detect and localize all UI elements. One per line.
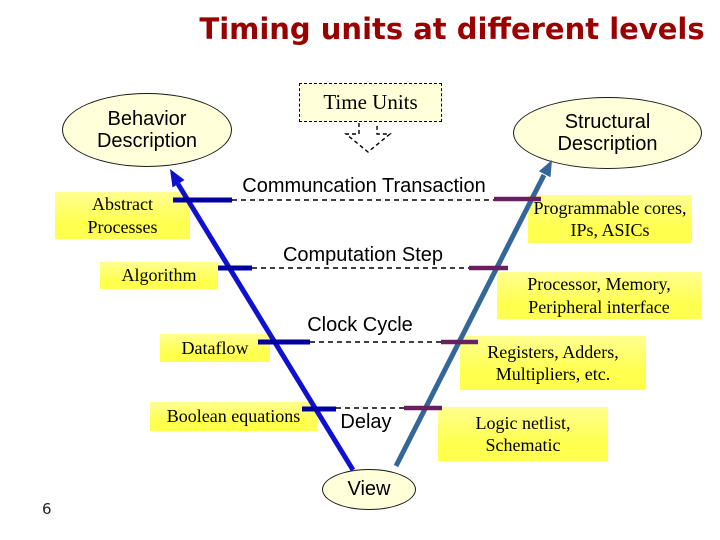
label-abstract-processes: Abstract Processes bbox=[55, 192, 190, 239]
label-boolean-equations: Boolean equations bbox=[150, 402, 317, 431]
v-right-arrowhead-icon bbox=[538, 160, 552, 178]
label-algorithm: Algorithm bbox=[100, 262, 218, 289]
label-abstract-processes-text: Abstract Processes bbox=[87, 194, 158, 237]
label-processor-memory-text: Processor, Memory, Peripheral interface bbox=[527, 274, 671, 317]
label-processor-memory: Processor, Memory, Peripheral interface bbox=[497, 272, 701, 319]
behavior-description-node: Behavior Description bbox=[62, 93, 232, 167]
view-node: View bbox=[322, 469, 416, 510]
structural-description-node: Structural Description bbox=[513, 97, 702, 169]
label-dataflow-text: Dataflow bbox=[181, 337, 249, 358]
structural-description-label: Structural Description bbox=[557, 110, 658, 155]
label-registers-adders: Registers, Adders, Multipliers, etc. bbox=[460, 336, 646, 390]
label-programmable-cores: Programmable cores, IPs, ASICs bbox=[528, 195, 692, 243]
label-boolean-equations-text: Boolean equations bbox=[166, 406, 301, 427]
dashed-down-arrow-icon bbox=[344, 123, 392, 153]
v-left-arrowhead-icon bbox=[170, 169, 185, 188]
view-label: View bbox=[347, 478, 391, 501]
label-communcation-transaction: Communcation Transaction bbox=[242, 175, 486, 197]
time-units-label: Time Units bbox=[323, 89, 418, 114]
label-logic-netlist: Logic netlist, Schematic bbox=[438, 407, 608, 461]
label-delay: Delay bbox=[340, 411, 392, 433]
label-logic-netlist-text: Logic netlist, Schematic bbox=[475, 412, 571, 456]
label-registers-adders-text: Registers, Adders, Multipliers, etc. bbox=[487, 341, 619, 385]
label-computation-step: Computation Step bbox=[282, 244, 444, 266]
page-number: 6 bbox=[42, 500, 52, 518]
slide-title: Timing units at different levels bbox=[199, 12, 705, 46]
behavior-description-label: Behavior Description bbox=[96, 107, 198, 152]
label-clock-cycle: Clock Cycle bbox=[307, 314, 413, 336]
label-programmable-cores-text: Programmable cores, IPs, ASICs bbox=[533, 197, 687, 241]
label-dataflow: Dataflow bbox=[160, 334, 270, 362]
label-algorithm-text: Algorithm bbox=[121, 265, 197, 286]
time-units-node: Time Units bbox=[299, 83, 442, 122]
